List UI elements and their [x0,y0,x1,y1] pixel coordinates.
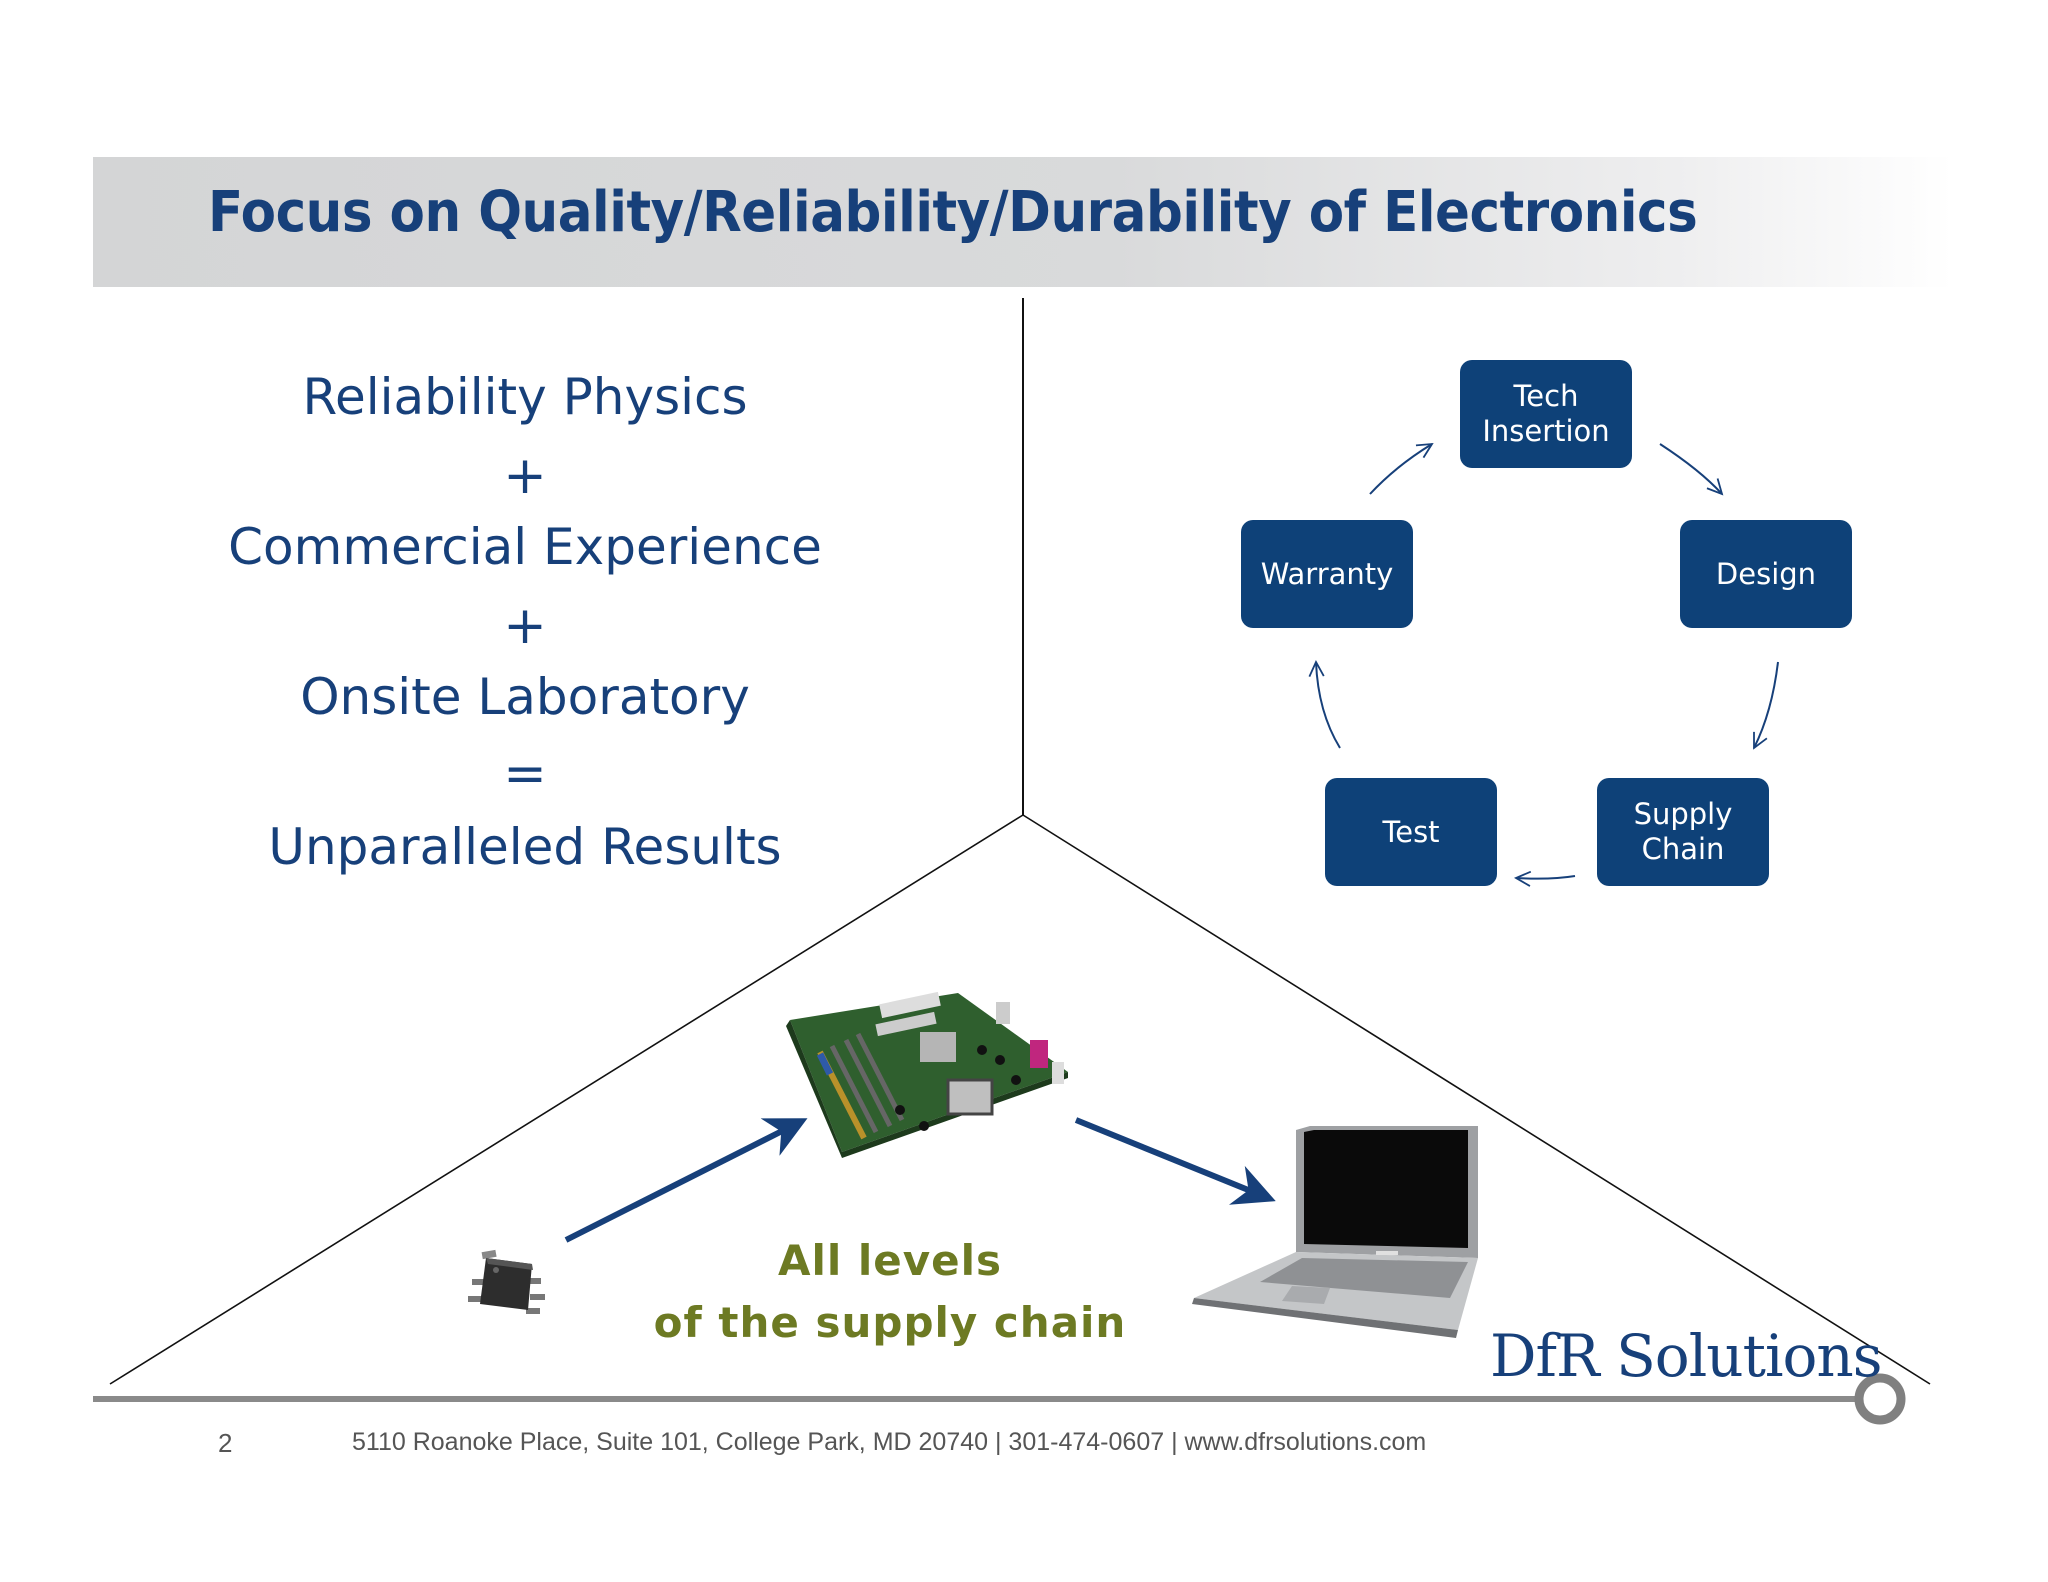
chip-icon [468,1249,545,1314]
footer-contact: 5110 Roanoke Place, Suite 101, College P… [352,1428,1427,1456]
arrow-supply-to-test [1516,876,1576,879]
logo-ring-icon [1854,1373,1906,1425]
arrow-chip-to-board [564,1118,808,1243]
supply-chain-caption-line-1: All levels [777,1236,1003,1285]
equation-line-unparalleled-results: Unparalleled Results [268,818,782,876]
cycle-label-warranty: Warranty [1260,556,1394,591]
cycle-box-design: Design [1680,520,1852,628]
slide-title: Focus on Quality/Reliability/Durability … [208,180,1698,245]
equation-line-reliability-physics: Reliability Physics [302,368,748,426]
arrow-board-to-laptop [1074,1117,1276,1205]
supply-chain-caption-line-2: of the supply chain [653,1298,1127,1347]
equation-line-onsite-laboratory: Onsite Laboratory [300,668,750,726]
motherboard-icon [786,991,1068,1158]
dfr-solutions-logo: DfR Solutions [1490,1322,1883,1390]
divider-left-diagonal [109,814,1024,1385]
title-bar [93,157,1953,287]
arrow-design-to-supply [1754,661,1779,748]
arrow-warranty-to-tech [1369,444,1432,495]
cycle-box-test: Test [1325,778,1497,886]
equation-equals: = [503,744,547,804]
page-number: 2 [218,1428,233,1458]
cycle-label-tech-insertion: Tech Insertion [1482,379,1610,448]
cycle-box-warranty: Warranty [1241,520,1413,628]
arrow-test-to-warranty [1316,662,1341,749]
cycle-box-tech-insertion: Tech Insertion [1460,360,1632,468]
arrow-tech-to-design [1659,443,1722,494]
divider-right-diagonal [1022,814,1931,1385]
cycle-label-test: Test [1382,814,1440,849]
laptop-icon [1192,1126,1478,1338]
equation-plus-1: + [503,446,547,506]
cycle-label-design: Design [1715,556,1817,591]
supply-chain-caption: All levels of the supply chain [640,1230,1140,1354]
cycle-box-supply-chain: Supply Chain [1597,778,1769,886]
equation-plus-2: + [503,596,547,656]
cycle-label-supply-chain: Supply Chain [1633,797,1733,866]
equation-line-commercial-experience: Commercial Experience [228,518,822,576]
